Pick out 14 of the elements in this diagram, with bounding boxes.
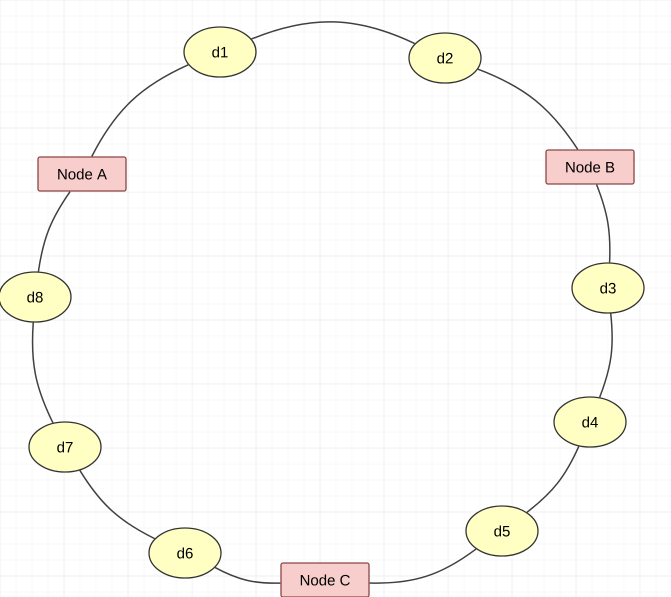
node-box: Node A <box>37 156 127 192</box>
ring-arc <box>251 21 415 44</box>
ring-arc <box>32 322 54 424</box>
ring-arc <box>596 184 611 262</box>
node-box: Node C <box>280 562 370 597</box>
ring-arc <box>370 548 476 584</box>
ring-arc <box>38 191 71 272</box>
ring-arc <box>598 314 613 398</box>
ring-arc <box>79 470 155 540</box>
ring-arc <box>214 566 280 584</box>
node-box: Node B <box>545 149 635 185</box>
ring-arc <box>478 68 578 150</box>
ring-arc <box>91 64 189 157</box>
ring-arc <box>526 446 580 513</box>
